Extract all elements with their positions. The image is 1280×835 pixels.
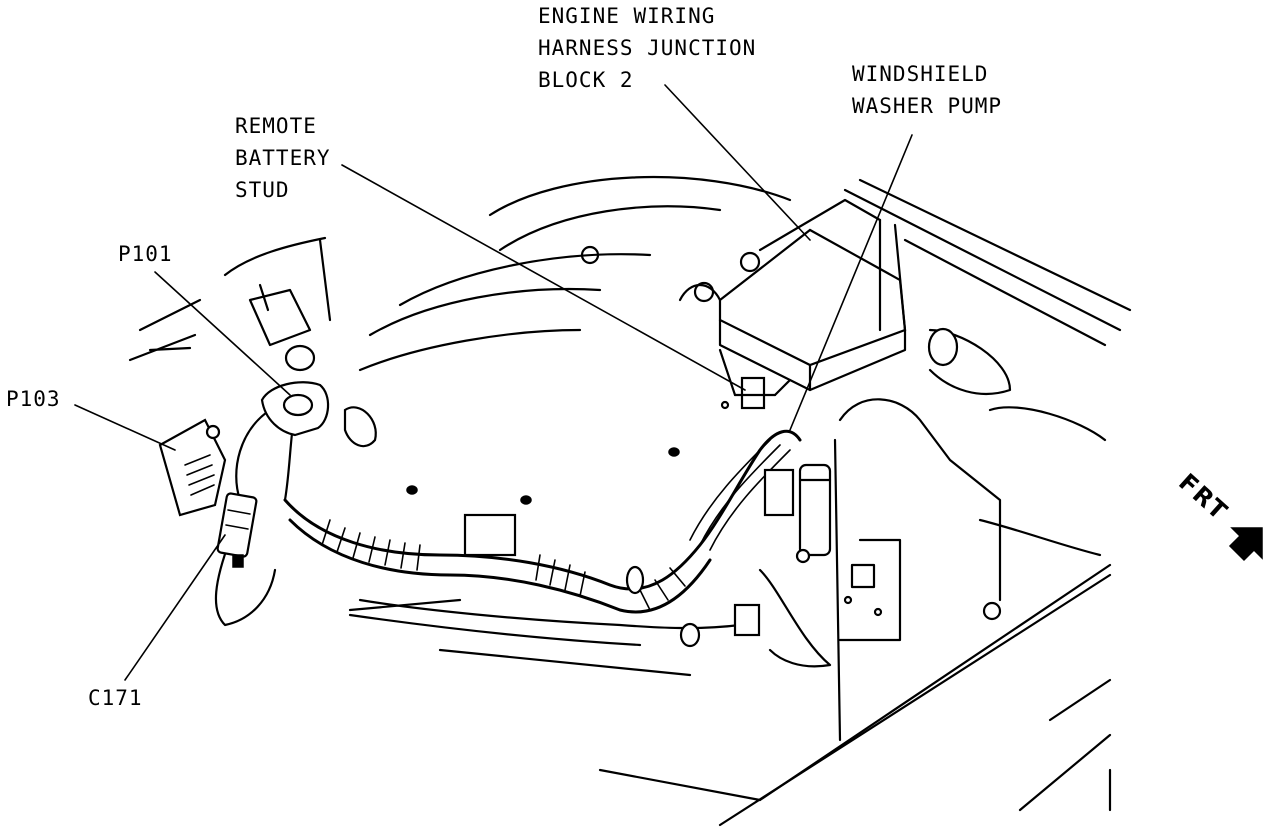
grommets bbox=[406, 447, 680, 505]
leader-washer-pump bbox=[789, 134, 913, 431]
leader-c171 bbox=[124, 534, 226, 681]
label-p103: P103 bbox=[6, 387, 61, 411]
wiring-harness bbox=[214, 408, 832, 668]
body-contours bbox=[128, 175, 1132, 827]
label-c171: C171 bbox=[88, 686, 143, 710]
leader-battery-stud bbox=[341, 164, 746, 391]
battery-stud-shape bbox=[718, 348, 792, 410]
leader-p101 bbox=[154, 271, 291, 396]
label-battery-stud: REMOTE BATTERY STUD bbox=[235, 114, 331, 202]
label-p101: P101 bbox=[118, 242, 173, 266]
arrow-down-right-icon bbox=[1228, 527, 1263, 562]
p101-connector-shape bbox=[248, 283, 377, 448]
label-washer-pump: WINDSHIELD WASHER PUMP bbox=[852, 62, 1003, 118]
junction-block-shape bbox=[678, 198, 907, 392]
washer-pump-shape bbox=[795, 327, 1107, 642]
p103-connector-shape bbox=[158, 418, 227, 517]
leader-p103 bbox=[74, 404, 176, 451]
c171-connector-shape bbox=[216, 492, 258, 568]
leader-junction-block bbox=[664, 84, 811, 241]
label-junction-block: ENGINE WIRING HARNESS JUNCTION BLOCK 2 bbox=[538, 4, 757, 92]
leader-lines bbox=[74, 84, 913, 681]
